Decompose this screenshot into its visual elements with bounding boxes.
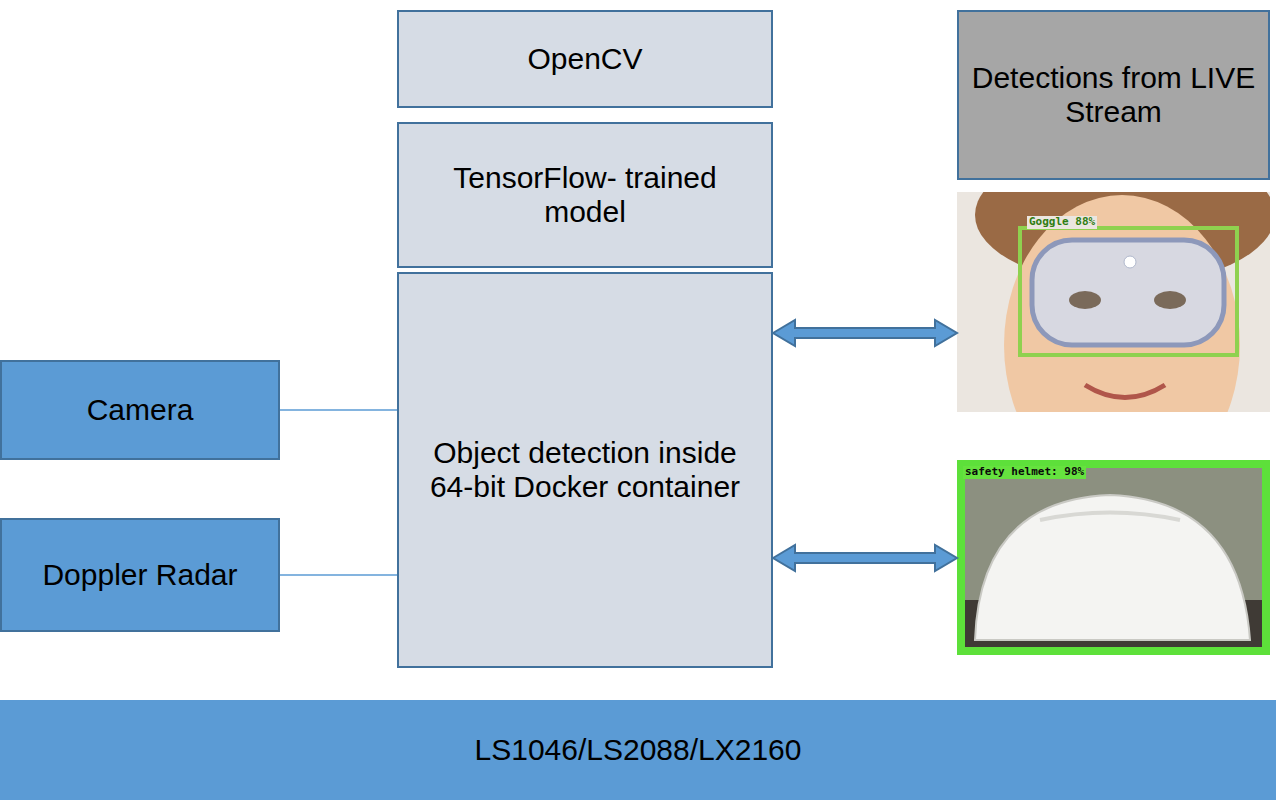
detection-photo: Goggle 88% <box>957 192 1270 412</box>
box-label: TensorFlow- trained model <box>411 161 759 230</box>
output-header-box: Detections from LIVE Stream <box>957 10 1270 180</box>
goggles-photo <box>957 192 1270 412</box>
block-arrow <box>773 320 957 346</box>
input-box: Camera <box>0 360 280 460</box>
block-arrow <box>773 545 957 571</box>
detection-photo: safety helmet: 98% <box>957 460 1270 655</box>
signal-line <box>280 409 397 411</box>
box-label: OpenCV <box>527 42 642 77</box>
input-box: Doppler Radar <box>0 518 280 632</box>
platform-band: LS1046/LS2088/LX2160 <box>0 700 1276 800</box>
box-label: Camera <box>87 393 194 428</box>
detection-label: Goggle 88% <box>1027 216 1097 229</box>
component-box: TensorFlow- trained model <box>397 122 773 268</box>
component-box: OpenCV <box>397 10 773 108</box>
helmet-photo <box>957 460 1270 655</box>
box-label: Object detection inside 64-bit Docker co… <box>411 436 759 505</box>
detection-label: safety helmet: 98% <box>963 466 1086 479</box>
box-label: LS1046/LS2088/LX2160 <box>475 733 802 768</box>
signal-line <box>280 574 397 576</box>
container-box: Object detection inside 64-bit Docker co… <box>397 272 773 668</box>
box-label: Doppler Radar <box>42 558 237 593</box>
box-label: Detections from LIVE Stream <box>971 61 1256 130</box>
